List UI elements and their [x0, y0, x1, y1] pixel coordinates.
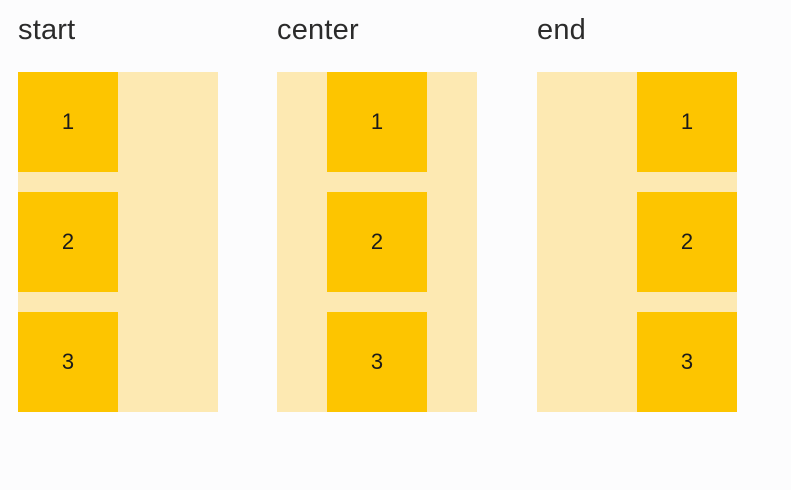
- flex-item: 1: [637, 72, 737, 172]
- flex-item-number: 1: [370, 109, 384, 134]
- flex-item: 2: [637, 192, 737, 292]
- flex-item-number: 1: [61, 109, 75, 134]
- demo-group-start: start 1 2 3: [18, 0, 218, 412]
- flex-container-center: 1 2 3: [277, 72, 477, 412]
- flex-item-number: 3: [370, 349, 384, 374]
- flex-item: 3: [18, 312, 118, 412]
- flex-item-number: 1: [680, 109, 694, 134]
- flex-item: 2: [18, 192, 118, 292]
- demo-group-center: center 1 2 3: [277, 0, 477, 412]
- demo-group-end: end 1 2 3: [537, 0, 737, 412]
- group-label-start: start: [18, 14, 76, 46]
- flex-container-start: 1 2 3: [18, 72, 218, 412]
- flex-item-number: 2: [680, 229, 694, 254]
- flex-item: 1: [327, 72, 427, 172]
- flex-item: 3: [327, 312, 427, 412]
- flex-item-number: 3: [61, 349, 75, 374]
- flex-item: 1: [18, 72, 118, 172]
- group-label-end: end: [537, 14, 586, 46]
- flex-item: 3: [637, 312, 737, 412]
- flex-item-number: 3: [680, 349, 694, 374]
- group-label-center: center: [277, 14, 359, 46]
- flex-item: 2: [327, 192, 427, 292]
- flex-item-number: 2: [370, 229, 384, 254]
- flex-item-number: 2: [61, 229, 75, 254]
- flex-container-end: 1 2 3: [537, 72, 737, 412]
